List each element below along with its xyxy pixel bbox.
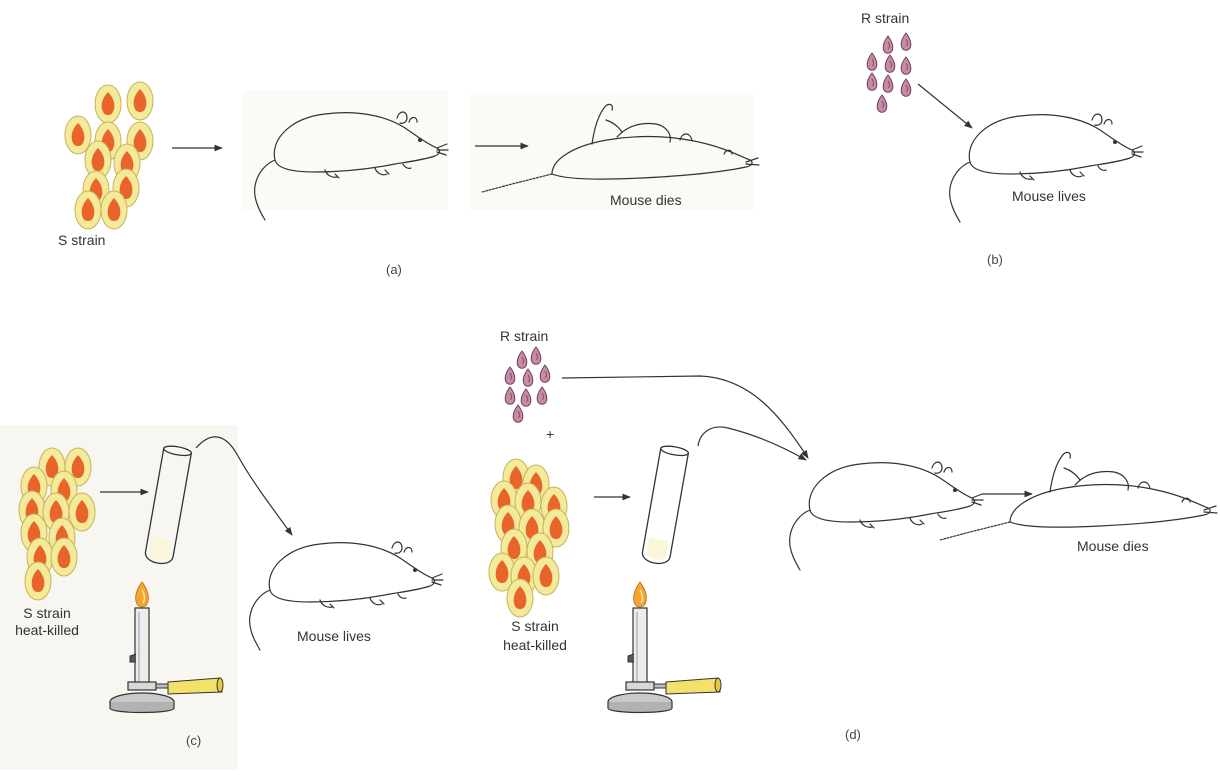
panel-letter-b: (b)	[987, 252, 1003, 268]
panel-c	[19, 437, 443, 713]
s-strain-label-d-line2: heat-killed	[490, 637, 580, 653]
panel-letter-d: (d)	[845, 727, 861, 743]
plus-sign-d: +	[546, 426, 554, 442]
outcome-label-b: Mouse lives	[1012, 188, 1086, 204]
bunsen-burner-c	[110, 582, 223, 713]
s-strain-label-a: S strain	[58, 232, 105, 248]
s-strain-cells-a	[65, 82, 153, 229]
outcome-label-a: Mouse dies	[610, 192, 682, 208]
mouse-alive-d	[790, 462, 983, 570]
panel-b	[867, 33, 1143, 222]
r-strain-label-d: R strain	[500, 328, 548, 344]
panel-letter-a: (a)	[386, 262, 402, 278]
mouse-dead-a	[482, 104, 759, 192]
r-strain-label-b: R strain	[861, 10, 909, 26]
s-strain-label-d-line1: S strain	[500, 618, 570, 634]
test-tube-d	[641, 444, 689, 565]
arrow-c2	[196, 437, 292, 535]
s-strain-label-c-line2: heat-killed	[12, 622, 82, 638]
outcome-label-c: Mouse lives	[297, 628, 371, 644]
arrow-d-r-strain	[562, 376, 808, 458]
panel-d	[489, 347, 1217, 713]
mouse-alive-b	[950, 114, 1143, 222]
bunsen-burner-d	[608, 582, 721, 713]
r-strain-cells-b	[867, 33, 911, 112]
mouse-alive-a	[255, 112, 448, 220]
outcome-label-d: Mouse dies	[1077, 538, 1149, 554]
s-strain-label-c-line1: S strain	[22, 605, 72, 621]
test-tube-c	[144, 444, 192, 565]
s-strain-heat-killed-cells-c	[19, 448, 95, 600]
mouse-dead-d	[940, 452, 1217, 540]
s-strain-heat-killed-cells-d	[489, 459, 569, 617]
panel-letter-c: (c)	[186, 733, 201, 749]
r-strain-cells-d	[505, 347, 550, 422]
arrow-b	[918, 84, 972, 128]
